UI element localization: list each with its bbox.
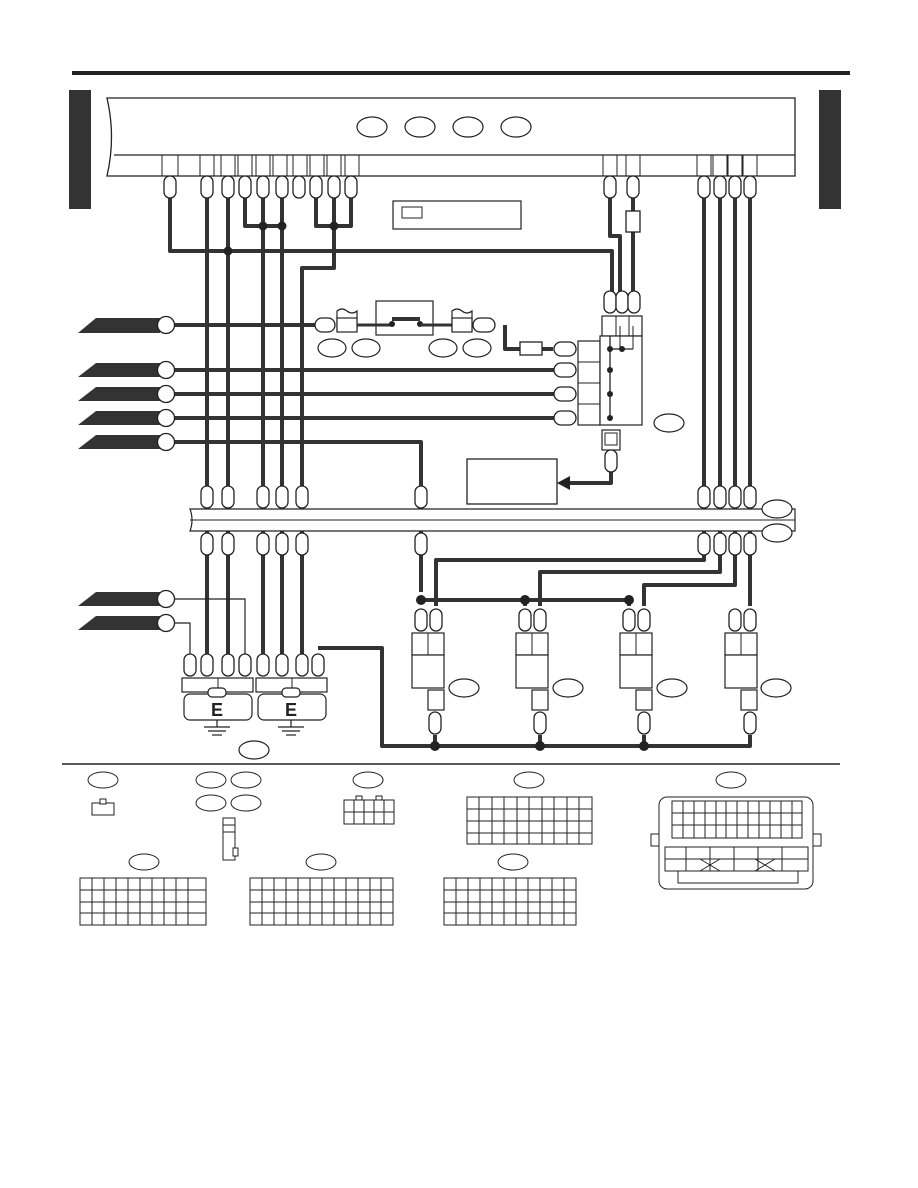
output-box (466, 458, 558, 505)
splice-dots (223, 221, 649, 751)
injector-units (411, 608, 792, 735)
unit-connector-tabs (161, 155, 758, 176)
resistor (625, 210, 641, 233)
legend-box (392, 200, 522, 230)
switch-assembly (314, 300, 543, 358)
unit-label-oval-1 (356, 116, 388, 138)
ground-block-1: E (181, 653, 254, 736)
unit-label-oval-2 (404, 116, 436, 138)
thin-wires (174, 598, 246, 654)
injector-3 (619, 608, 688, 735)
injector-1 (411, 608, 480, 735)
injector-2 (515, 608, 584, 735)
right-tab (819, 90, 841, 209)
ground-block-2: E (255, 653, 328, 736)
ground-symbol (278, 720, 304, 736)
mid-connector-bar (189, 485, 796, 556)
injector-4 (724, 608, 792, 735)
ground-label-1: E (211, 700, 223, 720)
header-rule (72, 71, 850, 75)
left-tab (69, 90, 91, 209)
relay-block (553, 290, 685, 473)
unit-label-oval-3 (452, 116, 484, 138)
ground-label-2: E (285, 700, 297, 720)
arrow-pointer (557, 476, 570, 490)
ground-oval (238, 740, 270, 760)
unit-label-oval-4 (500, 116, 532, 138)
connector-pins-top (163, 175, 757, 199)
harness-inputs (78, 315, 176, 633)
connector-views (79, 771, 822, 926)
ground-symbol (204, 720, 230, 736)
control-unit (106, 97, 796, 177)
